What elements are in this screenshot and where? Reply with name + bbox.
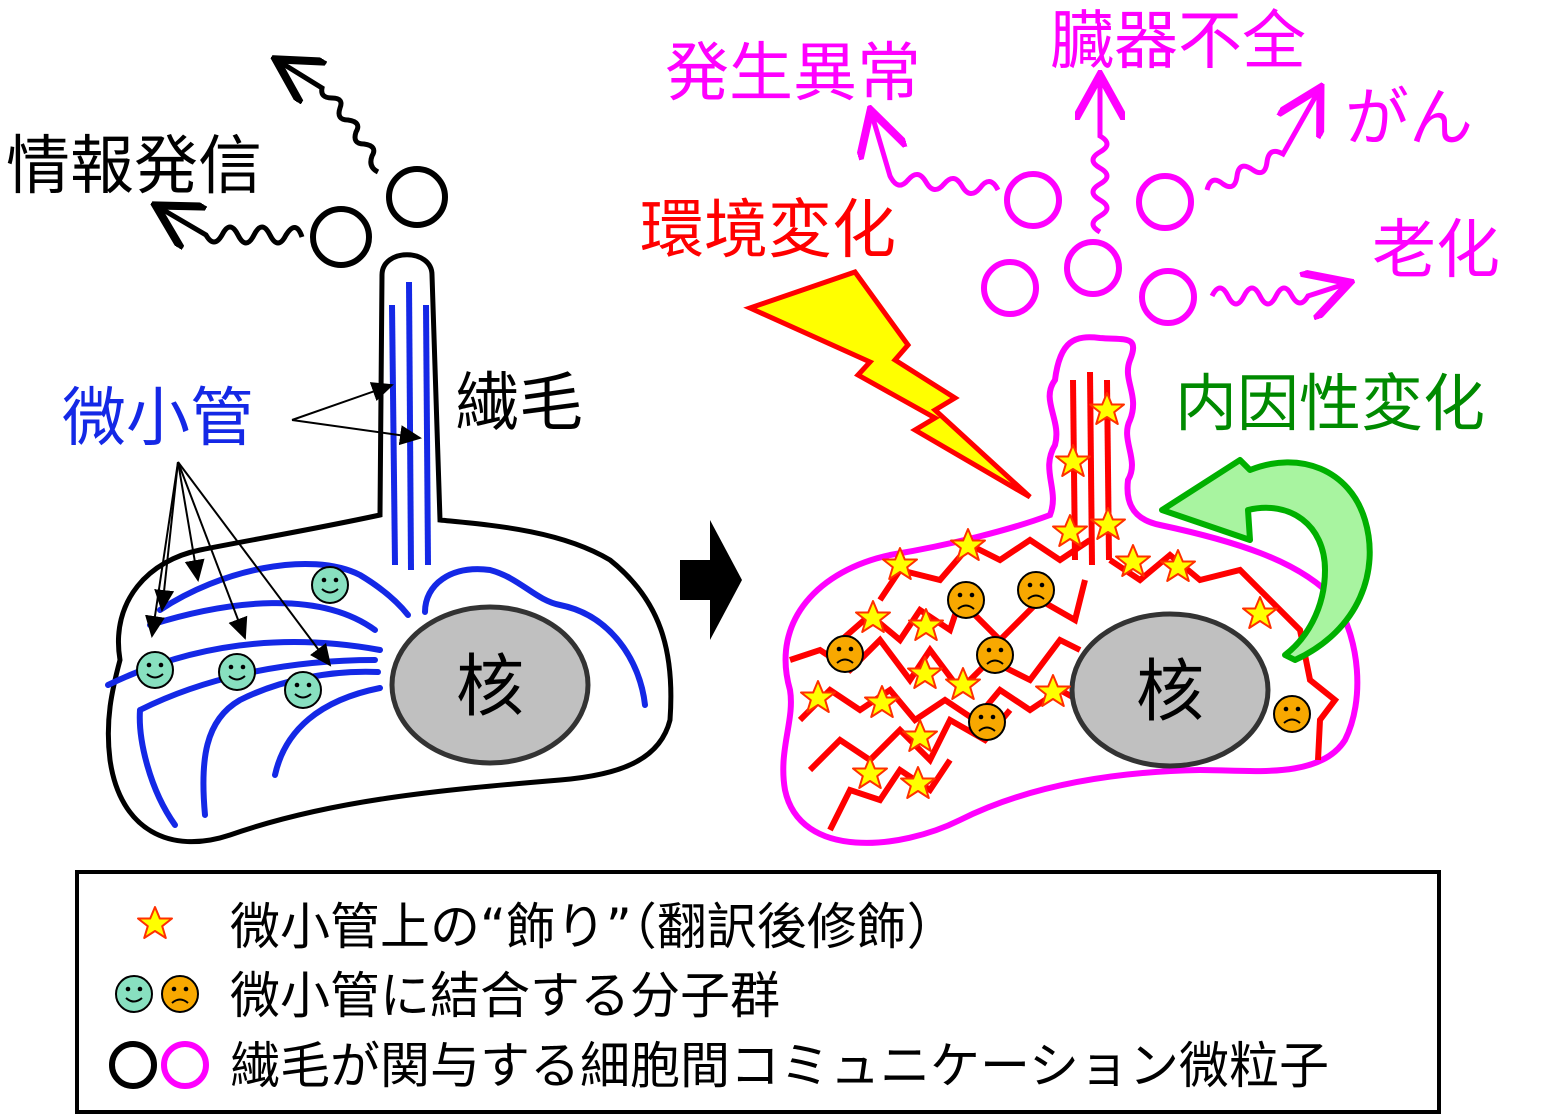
outcome-label: 老化: [1372, 214, 1500, 288]
abnormal-particles: [981, 171, 1197, 326]
legend-text: 微小管に結合する分子群: [230, 967, 780, 1025]
intrinsic-change-arrow: [1159, 457, 1373, 663]
environment-label: 環境変化: [640, 194, 896, 268]
circle-pair-icon: [109, 1041, 209, 1089]
transition-arrow: [680, 520, 742, 640]
microtubule-label: 微小管: [62, 382, 254, 456]
binding-molecule-icon: [284, 671, 322, 709]
outcome-label: 臓器不全: [1050, 5, 1306, 79]
abnormal-cell-outline: [780, 334, 1361, 846]
cilium-label: 繊毛: [455, 367, 583, 441]
normal-cell-outline: [105, 252, 674, 845]
outcome-label: 発生異常: [665, 37, 921, 111]
abnormal-nucleus-label: 核: [1136, 653, 1204, 732]
binding-molecule-icon: [218, 653, 256, 691]
normal-nucleus: [389, 604, 591, 766]
binding-molecule-icon: [311, 566, 349, 604]
pointer-arrows: [145, 382, 422, 667]
signal-particle: [386, 166, 448, 228]
abnormal-cell: 核: [640, 5, 1500, 846]
legend-text: 微小管上の“飾り”（翻訳後修飾）: [230, 898, 957, 956]
signal-label: 情報発信: [6, 130, 262, 204]
normal-nucleus-label: 核: [456, 648, 524, 727]
abnormal-nucleus: [1069, 611, 1271, 769]
legend: 微小管上の“飾り”（翻訳後修飾） 微小管に結合する分子群 繊毛が関与する細胞間コ…: [75, 870, 1441, 1114]
outcome-label: がん: [1345, 82, 1473, 156]
signal-wavy-arrow: [160, 208, 305, 243]
outcome-arrows: [872, 80, 1345, 304]
environment-bolt-icon: [743, 269, 1032, 500]
signal-particle: [310, 206, 372, 268]
signal-wavy-arrow: [280, 62, 380, 175]
binding-molecule-icon: [136, 651, 174, 689]
cilium-microtubules: [389, 281, 431, 571]
legend-box: [75, 870, 1441, 1114]
intrinsic-label: 内因性変化: [1175, 367, 1485, 440]
normal-cell: 核 情報発信 微小管 繊毛: [6, 62, 674, 845]
legend-text: 繊毛が関与する細胞間コミュニケーション微粒子: [230, 1037, 1329, 1095]
